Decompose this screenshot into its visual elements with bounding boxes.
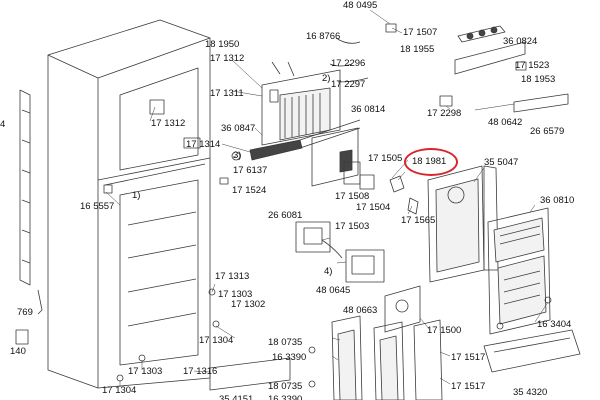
- part-label: 48 0495: [343, 0, 378, 11]
- part-label: 18 1953: [521, 74, 556, 85]
- part-label: 17 1505: [368, 153, 403, 164]
- part-label: 48 0663: [343, 305, 378, 316]
- fridge-cabinet: [15, 19, 211, 389]
- part-label: 17 1524: [232, 185, 267, 196]
- cover-plate: [311, 127, 359, 187]
- part-label: 36 0824: [503, 36, 538, 47]
- part-label: 18 1955: [400, 44, 435, 55]
- part-label: 3): [233, 150, 242, 161]
- part-label: 17 1517: [451, 381, 486, 392]
- part-label: 26 6579: [530, 126, 565, 137]
- part-label: 17 1311: [210, 88, 244, 99]
- part-label: 48 0642: [488, 117, 523, 128]
- part-label: 17 1565: [401, 215, 436, 226]
- part-label: 36 0814: [351, 104, 386, 115]
- part-label: 17 1304: [199, 335, 234, 346]
- door-strips: [116, 288, 581, 400]
- part-label: 17 2298: [427, 108, 462, 119]
- part-label: 16 8766: [306, 31, 341, 42]
- control-box: [427, 165, 552, 335]
- part-label: 17 1302: [231, 299, 266, 310]
- leader-lines: [105, 9, 549, 387]
- control-strip: [385, 23, 569, 113]
- part-label: 35 4151: [219, 394, 254, 400]
- part-label: 17 1517: [451, 352, 486, 363]
- part-label: 16 3404: [537, 319, 572, 330]
- part-label: 35 4320: [513, 387, 548, 398]
- part-label: 17 1303: [218, 289, 253, 300]
- part-label: 17 1504: [356, 202, 391, 213]
- part-label: 17 1507: [403, 27, 438, 38]
- part-label: 48 0645: [316, 285, 351, 296]
- evaporator-assembly: [261, 37, 369, 146]
- part-label: 17 6137: [233, 165, 268, 176]
- heater-tube: [219, 119, 361, 185]
- part-label: 16 3390: [272, 352, 307, 363]
- part-label: 17 1304: [102, 385, 137, 396]
- highlight-ring-18-1981: [404, 148, 458, 176]
- part-label: 17 1523: [515, 60, 550, 71]
- part-label: 16 3390: [268, 394, 303, 400]
- part-label: 17 1312: [151, 118, 186, 129]
- part-label: 17 1314: [186, 139, 221, 150]
- part-label: 17 1312: [210, 53, 245, 64]
- part-label: 17 2297: [331, 79, 366, 90]
- part-label: 4): [324, 266, 333, 277]
- part-label: 16 5557: [80, 201, 115, 212]
- part-label: 17 2296: [331, 58, 366, 69]
- part-label: 1): [132, 190, 141, 201]
- part-label: 17 1313: [215, 271, 250, 282]
- part-label: 17 1316: [183, 366, 218, 377]
- thermostat-area: [295, 161, 421, 333]
- part-label: 18 0735: [268, 337, 303, 348]
- part-label: 2): [322, 73, 331, 84]
- part-label: 17 1503: [335, 221, 370, 232]
- part-label: 4: [0, 119, 6, 130]
- part-label: 769: [17, 307, 33, 318]
- part-label: 17 1508: [335, 191, 370, 202]
- part-label: 18 0735: [268, 381, 303, 392]
- part-label: 36 0810: [540, 195, 575, 206]
- part-label: 36 0847: [221, 123, 256, 134]
- part-label: 18 1950: [205, 39, 240, 50]
- part-label: 26 6081: [268, 210, 303, 221]
- part-label: 17 1303: [128, 366, 163, 377]
- part-label: 140: [10, 346, 26, 357]
- part-label: 17 1500: [427, 325, 462, 336]
- part-label: 35 5047: [484, 157, 519, 168]
